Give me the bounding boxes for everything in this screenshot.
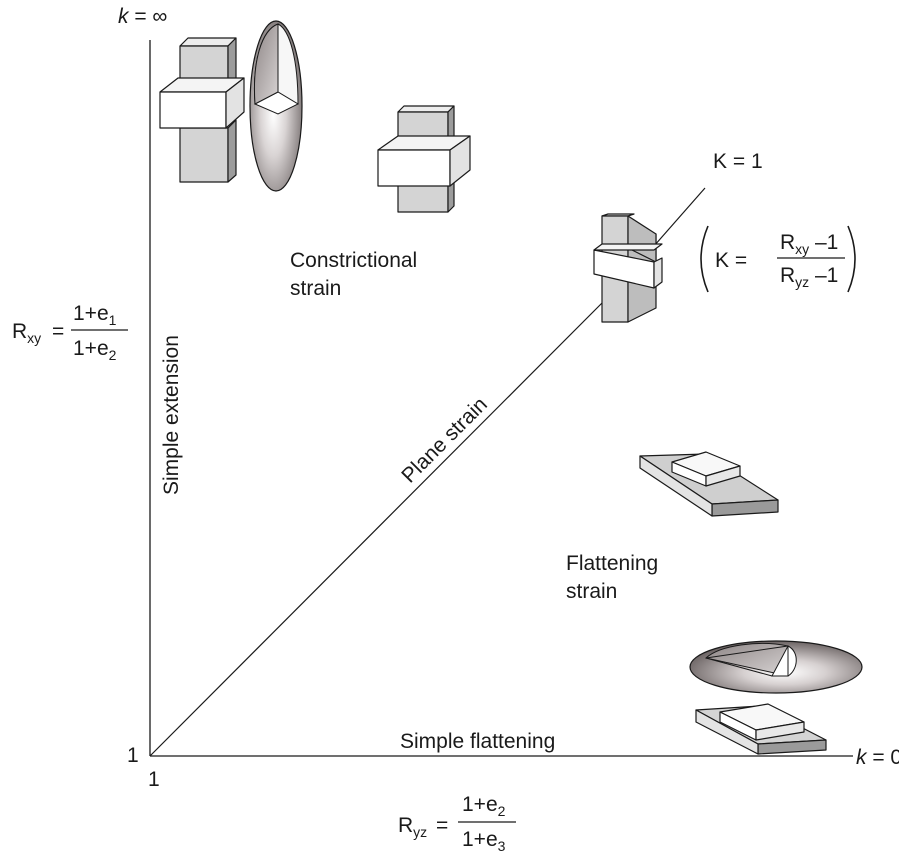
svg-text:=: =: [436, 814, 448, 837]
svg-text:1+e1: 1+e1: [73, 302, 117, 328]
simple-flattening-block: [695, 703, 827, 755]
k-formula: K = Rxy –1 Ryz –1: [700, 225, 856, 293]
ryz-formula: Ryz = 1+e2 1+e3: [398, 793, 516, 852]
simple-extension-block: [159, 37, 245, 183]
svg-text:Rxy: Rxy: [12, 320, 41, 346]
rxy-formula: Rxy = 1+e1 1+e2: [12, 302, 128, 363]
origin-x-label: 1: [148, 768, 160, 791]
plane-strain-line: [149, 299, 606, 757]
svg-text:=: =: [52, 320, 64, 343]
svg-text:Rxy –1: Rxy –1: [780, 231, 838, 257]
svg-text:Ryz: Ryz: [398, 814, 427, 840]
svg-text:K =: K =: [715, 249, 747, 272]
origin-y-label: 1: [127, 744, 139, 767]
svg-text:1+e2: 1+e2: [73, 337, 117, 363]
svg-text:1+e3: 1+e3: [462, 828, 506, 852]
flattening-label-1: Flattening: [566, 552, 658, 575]
svg-text:1+e2: 1+e2: [462, 793, 506, 819]
k-infinity-label: k = ∞: [118, 5, 167, 28]
k-zero-label: k = 0: [856, 746, 899, 769]
simple-extension-label: Simple extension: [160, 335, 183, 495]
constrictional-label-2: strain: [290, 277, 341, 300]
k-equals-1-label: K = 1: [713, 150, 763, 173]
plane-strain-label: Plane strain: [397, 393, 492, 488]
svg-text:Ryz –1: Ryz –1: [780, 264, 838, 290]
k-equals-1-leader: [653, 187, 706, 247]
simple-flattening-label: Simple flattening: [400, 730, 555, 753]
flattening-label-2: strain: [566, 580, 617, 603]
plane-strain-block: [593, 213, 663, 323]
constrictional-label-1: Constrictional: [290, 249, 417, 272]
oblate-ellipsoid: [689, 640, 863, 694]
flattening-block: [639, 451, 779, 517]
constrictional-block: [377, 105, 471, 213]
prolate-ellipsoid: [249, 20, 303, 192]
